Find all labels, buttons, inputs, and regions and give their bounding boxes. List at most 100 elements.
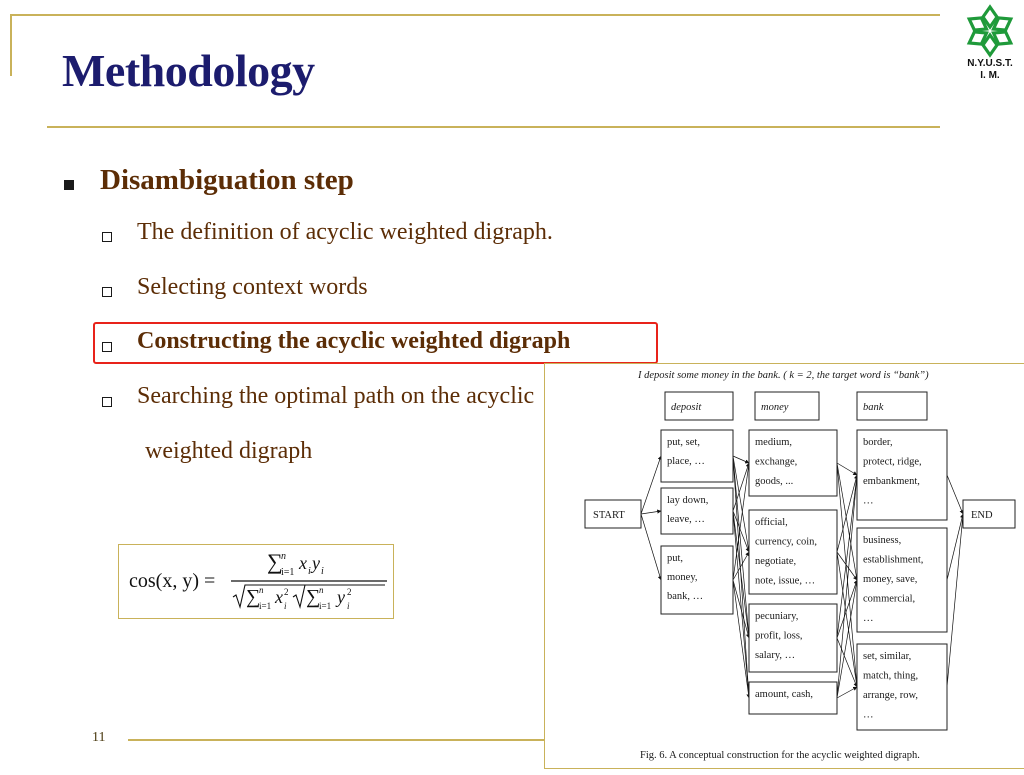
- svg-text:i=1: i=1: [259, 601, 271, 611]
- svg-text:∑: ∑: [267, 549, 283, 574]
- digraph-edge: [946, 513, 965, 581]
- digraph-edges: [640, 455, 965, 699]
- digraph-edge: [836, 462, 859, 581]
- digraph-edge: [836, 462, 859, 688]
- digraph-edge: [640, 455, 662, 515]
- digraph-edge: [836, 462, 858, 476]
- title-underline: [47, 126, 940, 128]
- bank-node-3-text: …: [863, 710, 874, 721]
- money-node-3-text: pecuniary,: [755, 611, 798, 622]
- svg-text:i: i: [308, 566, 311, 577]
- digraph-edge: [640, 509, 662, 515]
- digraph-edge: [836, 474, 859, 699]
- bank-node-2-text: money, save,: [863, 574, 917, 585]
- formula-lhs: cos(x, y) =: [129, 570, 215, 592]
- bank-node-2-text: …: [863, 613, 874, 624]
- bank-node-1-text: …: [863, 496, 874, 507]
- bank-node-3-text: arrange, row,: [863, 690, 918, 701]
- bullet-item-1: The definition of acyclic weighted digra…: [137, 219, 553, 245]
- digraph-edge: [732, 455, 751, 553]
- figure-caption-bottom: Fig. 6. A conceptual construction for th…: [640, 750, 920, 761]
- money-node-2-text: official,: [755, 517, 788, 528]
- formula-graphic: cos(x, y) = ∑ n i=1 x i y i ∑ n i=1 x 2 …: [129, 549, 387, 611]
- frame-left-line: [10, 14, 12, 76]
- svg-text:x: x: [274, 587, 283, 607]
- deposit-node-2-text: lay down,: [667, 495, 708, 506]
- figure-header-text: money: [761, 402, 789, 413]
- bullet-square-icon: [64, 180, 74, 190]
- deposit-node-1-text: put, set,: [667, 437, 700, 448]
- digraph-edge: [732, 462, 750, 512]
- frame-top-line: [10, 14, 940, 16]
- bank-node-3-text: match, thing,: [863, 671, 918, 682]
- deposit-node-3: put,money,bank, …: [660, 545, 734, 615]
- money-node-1-text: goods, ...: [755, 476, 793, 487]
- digraph-edge: [732, 510, 751, 699]
- deposit-node-2-text: leave, …: [667, 514, 705, 525]
- svg-text:∑: ∑: [306, 586, 320, 608]
- bank-node-1-text: protect, ridge,: [863, 457, 922, 468]
- digraph-edge: [836, 579, 858, 639]
- bank-node-1: border,protect, ridge,embankment,…: [856, 429, 948, 521]
- digraph-edge: [732, 455, 751, 639]
- cosine-formula: cos(x, y) = ∑ n i=1 x i y i ∑ n i=1 x 2 …: [118, 544, 394, 619]
- svg-text:n: n: [281, 551, 286, 562]
- footer-line: [128, 739, 548, 741]
- digraph-edge: [640, 513, 662, 581]
- bullet-hollow-icon: [102, 342, 112, 352]
- formula-numerator: ∑ n i=1 x i y i: [267, 549, 324, 578]
- formula-denominator: ∑ n i=1 x 2 i ∑ n i=1 y 2 i: [232, 584, 385, 611]
- money-node-2-text: negotiate,: [755, 556, 796, 567]
- bank-node-1-text: embankment,: [863, 476, 920, 487]
- figure-header-deposit: deposit: [664, 391, 734, 421]
- slide-title: Methodology: [62, 45, 315, 96]
- money-node-1-text: exchange,: [755, 457, 797, 468]
- figure-end-text: END: [971, 510, 993, 521]
- deposit-node-2: lay down, leave, …: [660, 487, 734, 535]
- deposit-node-3-text: bank, …: [667, 591, 703, 602]
- money-node-3-text: profit, loss,: [755, 631, 803, 642]
- digraph-svg: I deposit some money in the bank. ( k = …: [584, 370, 1016, 761]
- money-node-4-text: amount, cash,: [755, 689, 813, 700]
- logo-text-line1: N.Y.U.S.T.: [967, 58, 1013, 69]
- svg-text:i=1: i=1: [319, 601, 331, 611]
- svg-text:i: i: [284, 601, 287, 611]
- bullet-hollow-icon: [102, 287, 112, 297]
- logo-text-line2: I. M.: [980, 70, 1000, 81]
- money-node-1: medium, exchange, goods, ...: [748, 429, 838, 497]
- digraph-edge: [836, 579, 859, 699]
- digraph-edge: [836, 474, 859, 553]
- figure-caption-top: I deposit some money in the bank. ( k = …: [637, 370, 929, 381]
- money-node-2-text: note, issue, …: [755, 576, 815, 587]
- svg-text:y: y: [335, 587, 345, 607]
- deposit-node-1: put, set, place, …: [660, 429, 734, 483]
- digraph-edge: [946, 474, 964, 515]
- bank-node-2-text: business,: [863, 535, 901, 546]
- logo-emblem-icon: [966, 4, 1014, 58]
- bank-node-3-text: set, similar,: [863, 651, 911, 662]
- bullet-item-4: Searching the optimal path on the acycli…: [137, 383, 535, 409]
- svg-text:i: i: [347, 601, 350, 611]
- digraph-edge: [836, 686, 858, 699]
- money-node-1-text: medium,: [755, 437, 792, 448]
- bank-node-2-text: establishment,: [863, 555, 923, 566]
- figure-header-text: deposit: [671, 402, 702, 413]
- bullet-item-3: Constructing the acyclic weighted digrap…: [137, 328, 571, 354]
- figure-start-text: START: [593, 510, 625, 521]
- money-node-2: official,currency, coin,negotiate,note, …: [748, 509, 838, 595]
- svg-text:n: n: [319, 585, 324, 595]
- digraph-edge: [732, 510, 750, 553]
- digraph-edge: [732, 455, 750, 464]
- bullet-heading: Disambiguation step: [100, 164, 354, 196]
- bank-node-2: business,establishment,money, save,comme…: [856, 527, 948, 633]
- digraph-edge: [836, 637, 858, 688]
- digraph-edge: [836, 551, 859, 688]
- svg-text:∑: ∑: [246, 586, 260, 608]
- svg-text:y: y: [310, 553, 320, 573]
- figure-header-money: money: [754, 391, 820, 421]
- figure-header-bank: bank: [856, 391, 928, 421]
- digraph-edge: [732, 551, 750, 581]
- digraph-edge: [732, 510, 751, 639]
- deposit-node-1-text: place, …: [667, 456, 705, 467]
